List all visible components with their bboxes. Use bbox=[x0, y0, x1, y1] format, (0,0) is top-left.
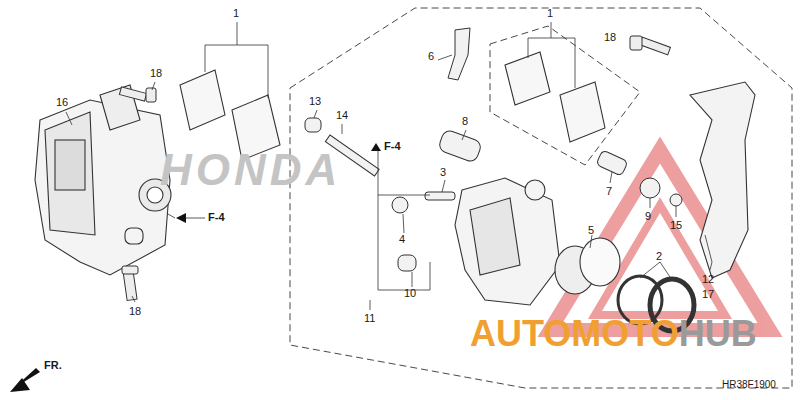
callout-number: 2 bbox=[656, 251, 662, 262]
right-caliper bbox=[455, 178, 694, 331]
reference-mark: F-4 bbox=[208, 212, 225, 223]
assembly-outline bbox=[290, 8, 792, 388]
left-caliper bbox=[35, 85, 171, 275]
callout-number: 18 bbox=[150, 68, 162, 79]
callout-number: 3 bbox=[440, 167, 446, 178]
callout-number: 8 bbox=[462, 116, 468, 127]
watermark-text: HUB bbox=[679, 316, 757, 352]
callout-number: 4 bbox=[399, 234, 405, 245]
callout-number: 15 bbox=[670, 220, 682, 231]
reference-mark: F-4 bbox=[384, 141, 401, 152]
callout-number: 11 bbox=[364, 313, 375, 324]
callout-number: 6 bbox=[428, 51, 434, 62]
callout-number: 1 bbox=[233, 8, 239, 19]
callout-number: 9 bbox=[645, 211, 651, 222]
callout-number: 14 bbox=[336, 110, 348, 121]
watermark-text: AUTOMOTO bbox=[470, 316, 679, 352]
callout-number: 18 bbox=[604, 32, 616, 43]
callout-number: 13 bbox=[309, 96, 321, 107]
callout-number: 12 bbox=[702, 274, 714, 285]
callout-number: 16 bbox=[56, 97, 68, 108]
callout-number: 5 bbox=[588, 225, 594, 236]
caliper-bracket bbox=[690, 82, 755, 278]
callout-number: 7 bbox=[606, 186, 612, 197]
brake-pads bbox=[180, 52, 605, 160]
callout-number: 1 bbox=[547, 8, 553, 19]
callout-number: 17 bbox=[702, 289, 714, 300]
direction-mark: FR. bbox=[44, 360, 62, 371]
leader-lines bbox=[66, 22, 712, 310]
arrows bbox=[10, 143, 381, 392]
diagram-code: HR38F1900 bbox=[722, 380, 776, 390]
bolts bbox=[119, 36, 670, 301]
watermark-logo-text: HONDA bbox=[160, 148, 341, 192]
callout-number: 18 bbox=[129, 306, 141, 317]
callout-number: 10 bbox=[404, 288, 416, 299]
